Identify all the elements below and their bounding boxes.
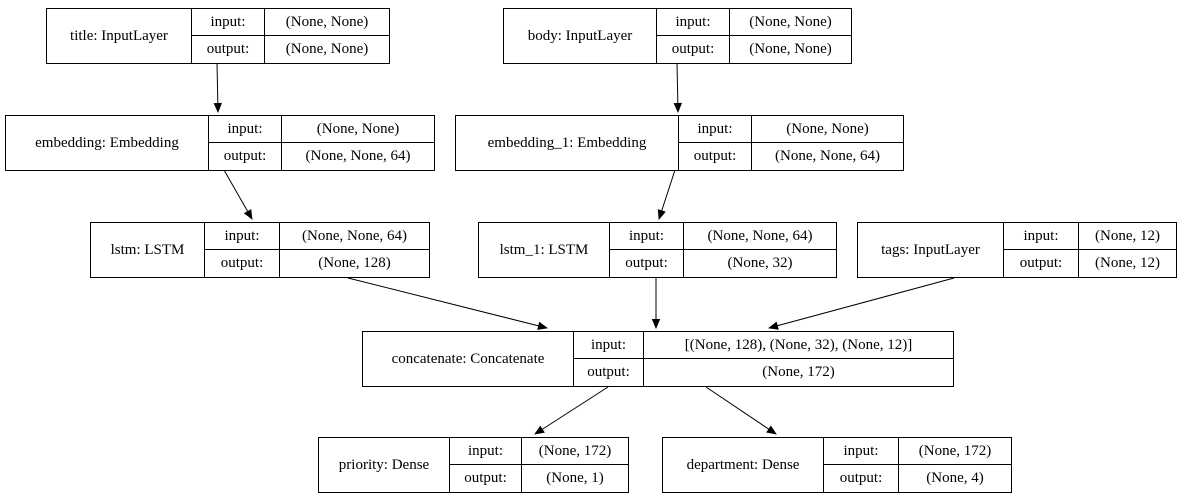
layer-node-embedding: embedding: Embedding input: (None, None)… — [5, 115, 435, 171]
layer-label: concatenate: Concatenate — [391, 350, 545, 367]
output-key: output: — [191, 36, 264, 63]
edge-embedding_1-lstm_1 — [657, 169, 676, 220]
input-key: input: — [678, 116, 751, 143]
output-shape: (None, None) — [264, 36, 389, 63]
input-key: input: — [191, 9, 264, 36]
output-shape: (None, 172) — [643, 359, 953, 386]
input-key: input: — [823, 438, 898, 465]
layer-label: embedding_1: Embedding — [487, 134, 647, 151]
output-key: output: — [449, 465, 521, 492]
edge-tags-concatenate — [768, 277, 955, 330]
output-key: output: — [1003, 250, 1078, 277]
layer-label: lstm: LSTM — [110, 241, 185, 258]
output-shape: (None, None, 64) — [281, 143, 434, 170]
output-shape: (None, None) — [729, 36, 851, 63]
output-key: output: — [573, 359, 643, 386]
input-key: input: — [609, 223, 683, 250]
edge-lstm-concatenate — [347, 277, 548, 330]
layer-label: lstm_1: LSTM — [499, 241, 589, 258]
edge-body-embedding_1 — [673, 62, 683, 113]
layer-node-tags: tags: InputLayer input: (None, 12) outpu… — [857, 222, 1177, 278]
layer-node-lstm_1: lstm_1: LSTM input: (None, None, 64) out… — [478, 222, 837, 278]
input-shape: [(None, 128), (None, 32), (None, 12)] — [643, 332, 953, 359]
input-shape: (None, None) — [264, 9, 389, 36]
output-shape: (None, 12) — [1078, 250, 1176, 277]
layer-node-department: department: Dense input: (None, 172) out… — [662, 437, 1012, 493]
edge-concatenate-department — [705, 386, 777, 435]
layer-label: priority: Dense — [338, 456, 430, 473]
output-key: output: — [678, 143, 751, 170]
layer-node-concatenate: concatenate: Concatenate input: [(None, … — [362, 331, 954, 387]
input-shape: (None, None) — [281, 116, 434, 143]
layer-label: tags: InputLayer — [881, 241, 980, 258]
output-key: output: — [204, 250, 279, 277]
input-key: input: — [449, 438, 521, 465]
layer-label: title: InputLayer — [70, 27, 168, 44]
output-key: output: — [656, 36, 729, 63]
edge-concatenate-priority — [534, 386, 609, 435]
output-shape: (None, 1) — [521, 465, 628, 492]
output-key: output: — [609, 250, 683, 277]
layer-node-lstm: lstm: LSTM input: (None, None, 64) outpu… — [90, 222, 430, 278]
layer-node-priority: priority: Dense input: (None, 172) outpu… — [318, 437, 629, 493]
input-shape: (None, None, 64) — [683, 223, 836, 250]
layer-node-embedding_1: embedding_1: Embedding input: (None, Non… — [455, 115, 904, 171]
input-shape: (None, None, 64) — [279, 223, 429, 250]
input-key: input: — [204, 223, 279, 250]
input-shape: (None, 172) — [898, 438, 1011, 465]
output-shape: (None, 4) — [898, 465, 1011, 492]
output-shape: (None, None, 64) — [751, 143, 903, 170]
input-key: input: — [208, 116, 281, 143]
input-shape: (None, None) — [729, 9, 851, 36]
output-shape: (None, 128) — [279, 250, 429, 277]
output-shape: (None, 32) — [683, 250, 836, 277]
layer-node-body: body: InputLayer input: (None, None) out… — [503, 8, 852, 64]
output-key: output: — [823, 465, 898, 492]
input-shape: (None, 12) — [1078, 223, 1176, 250]
output-key: output: — [208, 143, 281, 170]
layer-label: body: InputLayer — [527, 27, 633, 44]
layer-node-title: title: InputLayer input: (None, None) ou… — [46, 8, 390, 64]
edge-title-embedding — [213, 62, 223, 113]
edge-embedding-lstm — [223, 169, 253, 220]
input-shape: (None, 172) — [521, 438, 628, 465]
input-key: input: — [1003, 223, 1078, 250]
input-key: input: — [573, 332, 643, 359]
input-shape: (None, None) — [751, 116, 903, 143]
layer-label: department: Dense — [686, 456, 800, 473]
input-key: input: — [656, 9, 729, 36]
layer-label: embedding: Embedding — [35, 134, 179, 151]
